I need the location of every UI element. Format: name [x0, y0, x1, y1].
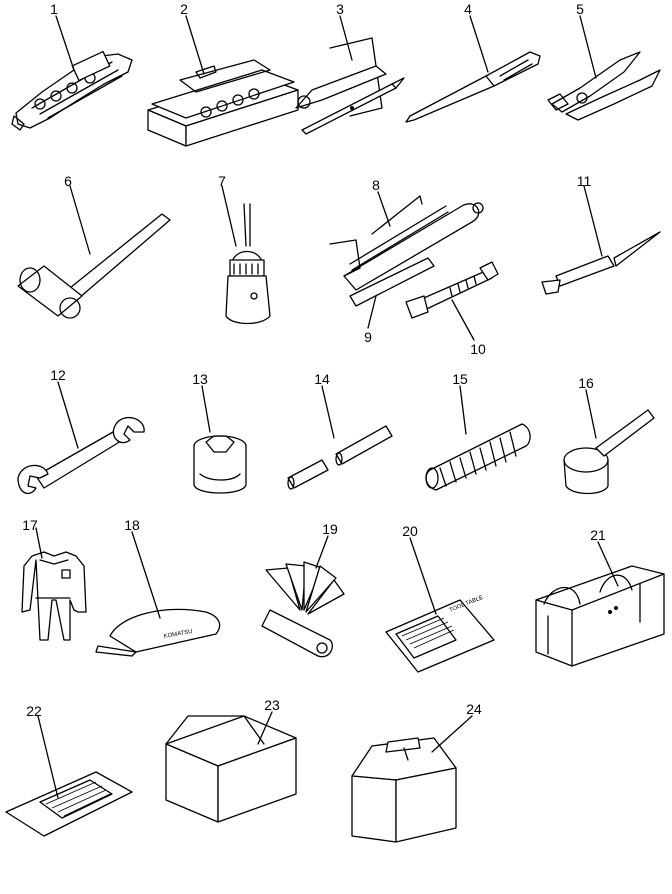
tool-bag	[535, 565, 665, 667]
item-number-1: 1	[50, 1, 58, 17]
hammer	[17, 213, 171, 319]
grease-nozzle	[405, 261, 499, 319]
cap: KOMATSU	[95, 608, 221, 657]
coverall	[21, 551, 87, 641]
storage-box	[165, 715, 297, 823]
item-number-24: 24	[466, 701, 482, 717]
item-number-11: 11	[577, 173, 592, 189]
item-numbers: 1 2 3 4 5 6 7 8 9 10 11 12 13 14 15 16 1…	[22, 1, 606, 719]
item-number-8: 8	[372, 177, 380, 193]
oil-can	[225, 203, 271, 325]
item-number-9: 9	[364, 329, 372, 345]
item-number-13: 13	[192, 371, 208, 387]
socket	[193, 435, 247, 494]
pliers	[547, 51, 661, 121]
item-number-21: 21	[590, 527, 606, 543]
item-number-12: 12	[50, 367, 66, 383]
parts-book	[5, 771, 133, 837]
grease-pump	[329, 195, 484, 291]
item-number-6: 6	[64, 173, 72, 189]
scraper-tool	[541, 231, 661, 295]
item-number-14: 14	[314, 371, 330, 387]
item-number-17: 17	[22, 517, 38, 533]
screwdriver	[405, 51, 541, 123]
feeler-gauge	[261, 561, 345, 658]
wrench-set	[11, 50, 133, 131]
item-number-5: 5	[576, 1, 584, 17]
item-number-20: 20	[402, 523, 418, 539]
item-number-22: 22	[26, 703, 42, 719]
item-number-4: 4	[464, 1, 472, 17]
screwdriver-with-sheet	[295, 37, 405, 135]
leader-lines	[35, 15, 619, 799]
item-number-16: 16	[578, 375, 594, 391]
item-number-19: 19	[322, 521, 338, 537]
filter-wrench	[563, 409, 655, 495]
item-number-2: 2	[180, 1, 188, 17]
item-number-23: 23	[264, 697, 280, 713]
pin-pair	[287, 425, 393, 490]
item-number-7: 7	[218, 173, 226, 189]
item-number-15: 15	[452, 371, 468, 387]
socket-set-box	[147, 59, 299, 147]
coiled-hose	[425, 423, 531, 491]
cap-text: KOMATSU	[163, 629, 193, 640]
item-number-3: 3	[336, 1, 344, 17]
extension-tube	[349, 257, 435, 307]
tool-box	[351, 737, 457, 843]
item-number-10: 10	[470, 341, 486, 357]
operation-manual: TOOL TABLE	[385, 595, 495, 673]
item-number-18: 18	[124, 517, 140, 533]
open-end-wrench	[17, 416, 145, 495]
